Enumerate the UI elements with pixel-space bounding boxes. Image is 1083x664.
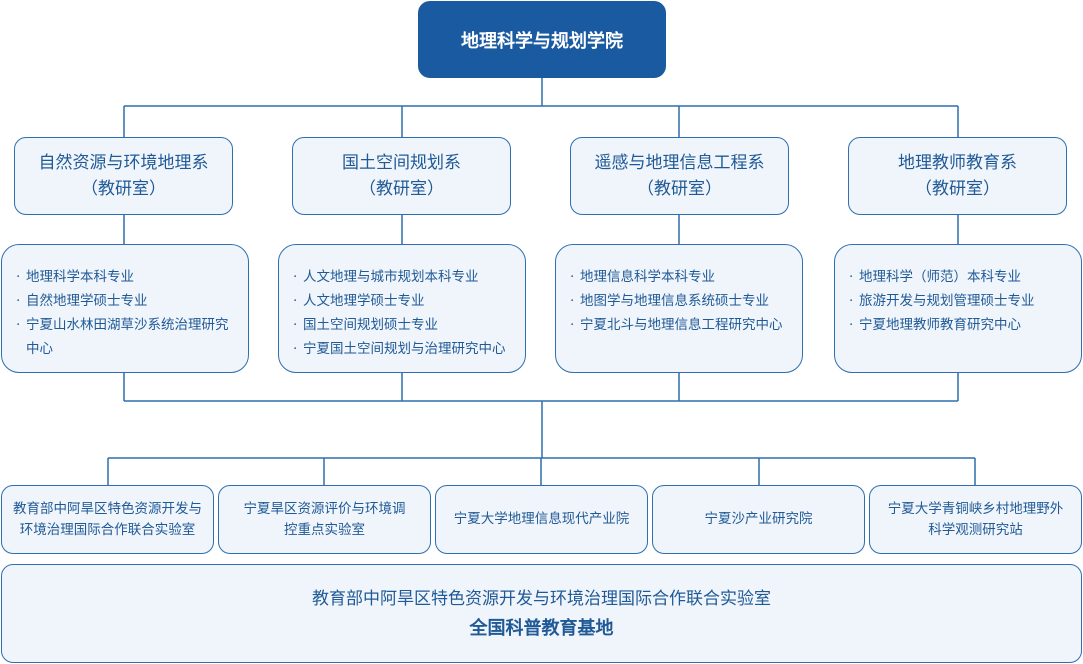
list-item: 宁夏北斗与地理信息工程研究中心 (570, 313, 783, 337)
institute-box: 宁夏大学青铜峡乡村地理野外科学观测研究站 (869, 485, 1082, 554)
platform-line1: 教育部中阿旱区特色资源开发与环境治理国际合作联合实验室 (312, 588, 771, 609)
list-item: 地理科学本科专业 (16, 265, 236, 289)
list-item: 人文地理学硕士专业 (293, 289, 506, 313)
institute-box: 宁夏旱区资源评价与环境调控重点实验室 (218, 485, 431, 554)
list-item: 地图学与地理信息系统硕士专业 (570, 289, 783, 313)
list-item: 宁夏国土空间规划与治理研究中心 (293, 337, 506, 361)
department-name: 自然资源与环境地理系 (38, 153, 209, 173)
program-list: 人文地理与城市规划本科专业 人文地理学硕士专业 国土空间规划硕士专业 宁夏国土空… (278, 244, 526, 373)
department-sub: （教研室） (915, 179, 1000, 199)
list-item: 宁夏地理教师教育研究中心 (849, 313, 1035, 337)
institute-box: 宁夏大学地理信息现代产业院 (435, 485, 648, 554)
list-item: 宁夏山水林田湖草沙系统治理研究中心 (16, 313, 236, 361)
department-box: 国土空间规划系 （教研室） (292, 137, 511, 215)
platform-box: 教育部中阿旱区特色资源开发与环境治理国际合作联合实验室 全国科普教育基地 (1, 564, 1082, 663)
department-sub: （教研室） (81, 179, 166, 199)
list-item: 人文地理与城市规划本科专业 (293, 265, 506, 289)
department-name: 遥感与地理信息工程系 (594, 153, 765, 173)
institute-box: 宁夏沙产业研究院 (652, 485, 865, 554)
list-item: 地理信息科学本科专业 (570, 265, 783, 289)
list-item: 地理科学（师范）本科专业 (849, 265, 1035, 289)
program-list: 地理信息科学本科专业 地图学与地理信息系统硕士专业 宁夏北斗与地理信息工程研究中… (555, 244, 803, 373)
department-box: 地理教师教育系 （教研室） (848, 137, 1067, 215)
department-name: 国土空间规划系 (342, 153, 461, 173)
institute-box: 教育部中阿旱区特色资源开发与环境治理国际合作联合实验室 (1, 485, 214, 554)
department-box: 遥感与地理信息工程系 （教研室） (570, 137, 789, 215)
list-item: 国土空间规划硕士专业 (293, 313, 506, 337)
department-sub: （教研室） (637, 179, 722, 199)
department-box: 自然资源与环境地理系 （教研室） (14, 137, 233, 215)
program-list: 地理科学本科专业 自然地理学硕士专业 宁夏山水林田湖草沙系统治理研究中心 (1, 244, 249, 373)
college-box: 地理科学与规划学院 (418, 1, 666, 78)
program-list: 地理科学（师范）本科专业 旅游开发与规划管理硕士专业 宁夏地理教师教育研究中心 (834, 244, 1082, 373)
department-name: 地理教师教育系 (898, 153, 1017, 173)
list-item: 自然地理学硕士专业 (16, 289, 236, 313)
list-item: 旅游开发与规划管理硕士专业 (849, 289, 1035, 313)
platform-line2: 全国科普教育基地 (469, 617, 614, 639)
department-sub: （教研室） (359, 179, 444, 199)
